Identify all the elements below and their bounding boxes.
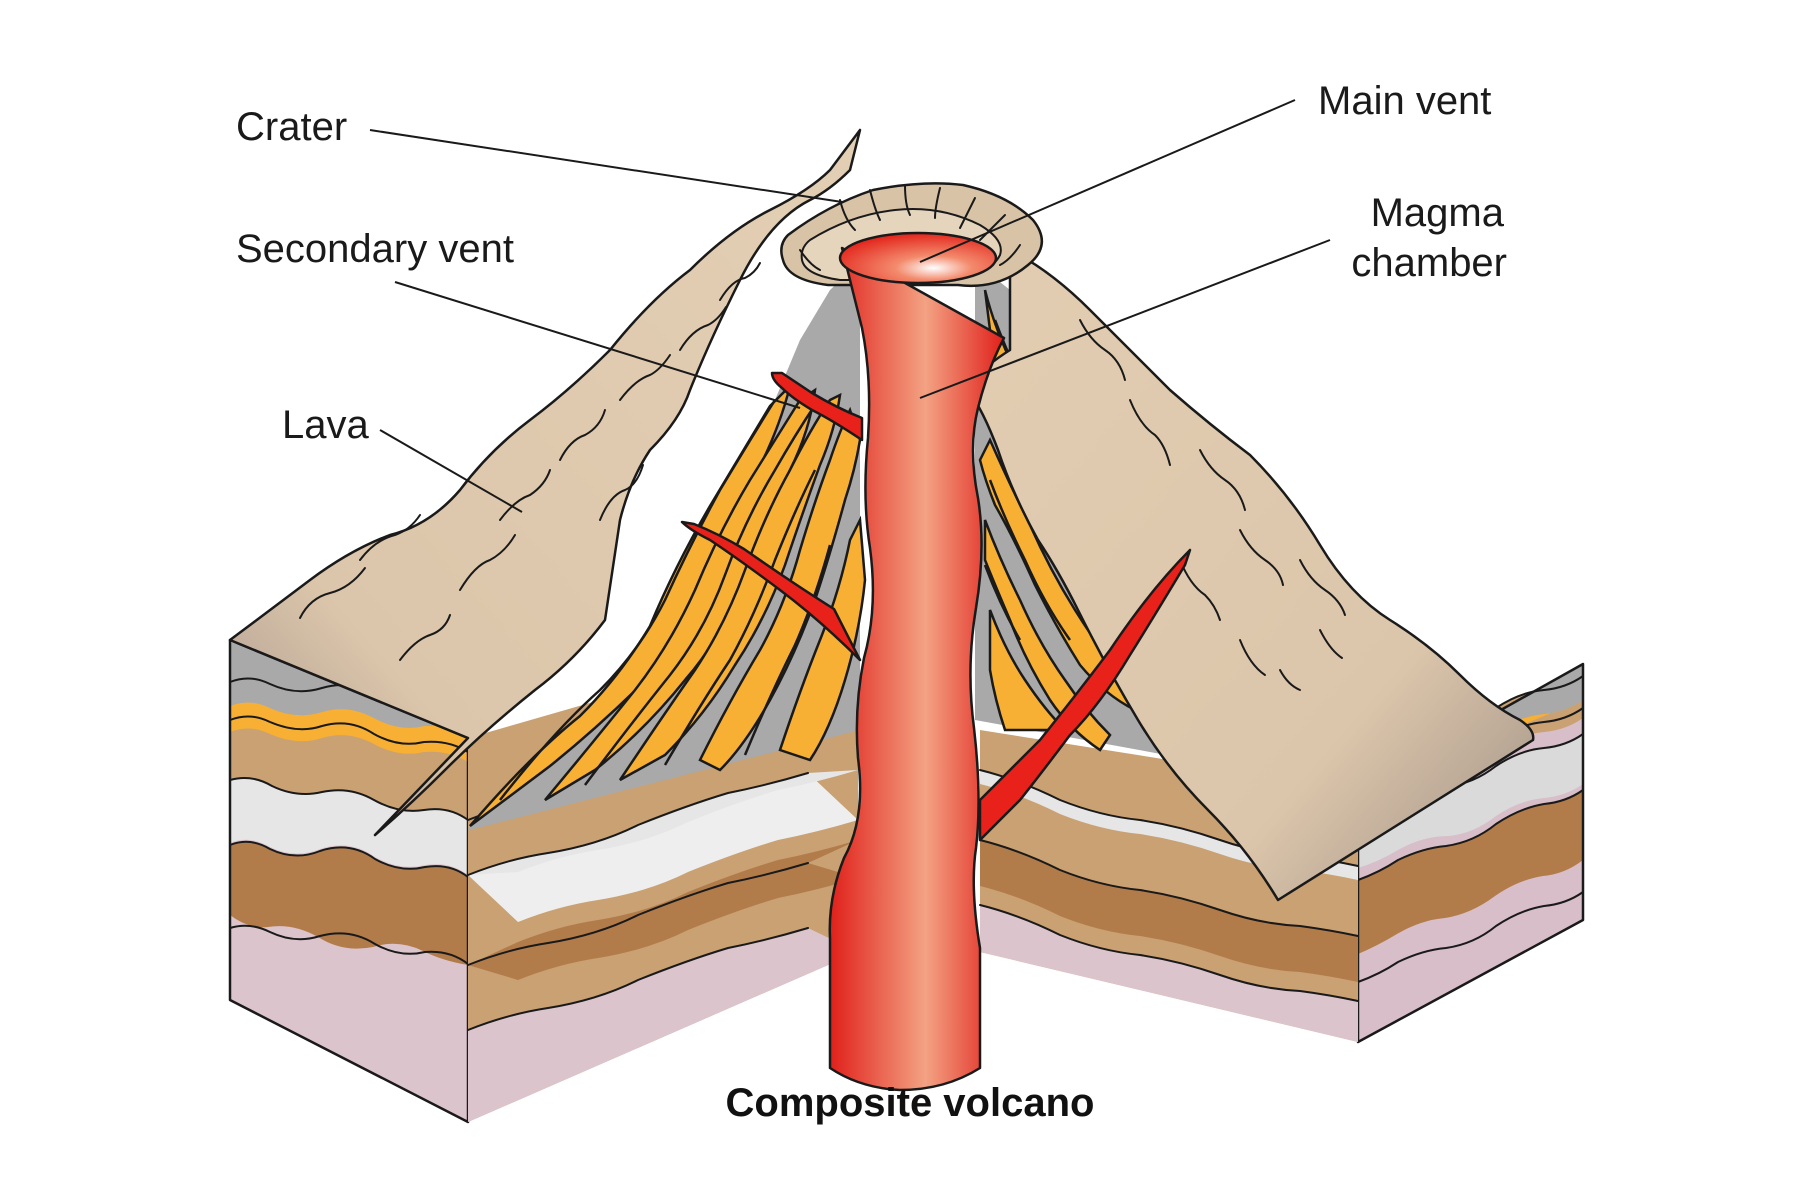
label-lava: Lava (282, 403, 369, 447)
inner-left-brown (468, 863, 858, 980)
left-white-layer (230, 778, 468, 875)
label-secondary-vent: Secondary vent (236, 227, 514, 271)
leader-lines (369, 99, 1331, 513)
cone-right-slope (966, 248, 1535, 902)
secondary-vent-right (978, 548, 1192, 842)
left-ash-streaks (499, 399, 832, 801)
inner-left-white-band (468, 770, 858, 875)
label-main-vent: Main vent (1318, 79, 1491, 123)
diagram-caption: Composite volcano (726, 1081, 1095, 1125)
left-brown-layer (230, 841, 468, 965)
left-block-strata (228, 638, 470, 1124)
left-lava-streaks (469, 381, 867, 828)
secondary-vent-left (680, 520, 862, 662)
label-chamber: chamber (1351, 241, 1507, 285)
main-vent-opening (838, 231, 998, 285)
main-conduit (828, 246, 1006, 1092)
cone-left-slope (228, 128, 862, 837)
label-crater: Crater (236, 105, 347, 149)
inner-left-white (468, 773, 858, 922)
inner-left-brown-band (468, 840, 858, 965)
secondary-vent-upper (770, 371, 864, 442)
inner-left-pink (468, 928, 858, 1122)
left-tan-layer (230, 716, 468, 820)
inner-right-pink (980, 905, 1358, 1042)
label-magma: Magma (1371, 191, 1505, 235)
right-white-layer (1358, 734, 1583, 868)
cone-surface-texture (299, 262, 1346, 691)
right-brown-layer (1358, 790, 1583, 954)
crater-texture (799, 184, 1021, 271)
